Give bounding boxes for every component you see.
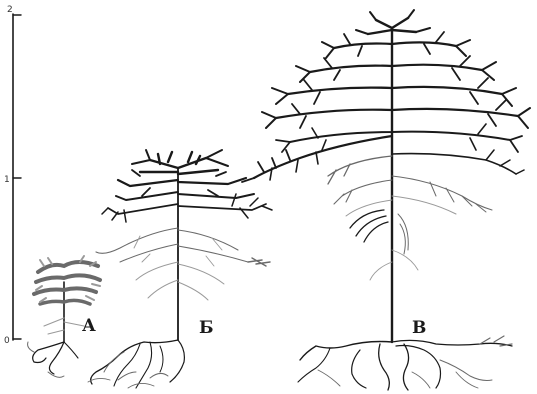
tree-b: Б <box>88 150 272 388</box>
tree-c-crown <box>242 10 530 184</box>
scale-tick-label-1: 1 <box>4 175 10 185</box>
tree-c-roots <box>298 336 512 390</box>
tree-label-c: В <box>412 318 426 338</box>
tree-label-b: Б <box>199 318 214 338</box>
tree-label-a: А <box>82 316 96 336</box>
tree-b-roots <box>88 340 184 388</box>
tree-b-lower-branches <box>96 228 270 300</box>
tree-a-roots <box>28 342 78 377</box>
height-scale: 2 1 0 <box>4 5 21 346</box>
scale-tick-label-0: 0 <box>4 336 10 346</box>
tree-c: В <box>242 10 530 390</box>
scale-tick-label-2: 2 <box>7 5 13 15</box>
tree-b-crown <box>102 150 272 222</box>
tree-a-crown <box>34 256 100 304</box>
tree-a: А <box>28 256 100 377</box>
tree-c-lower-branches <box>334 176 492 280</box>
